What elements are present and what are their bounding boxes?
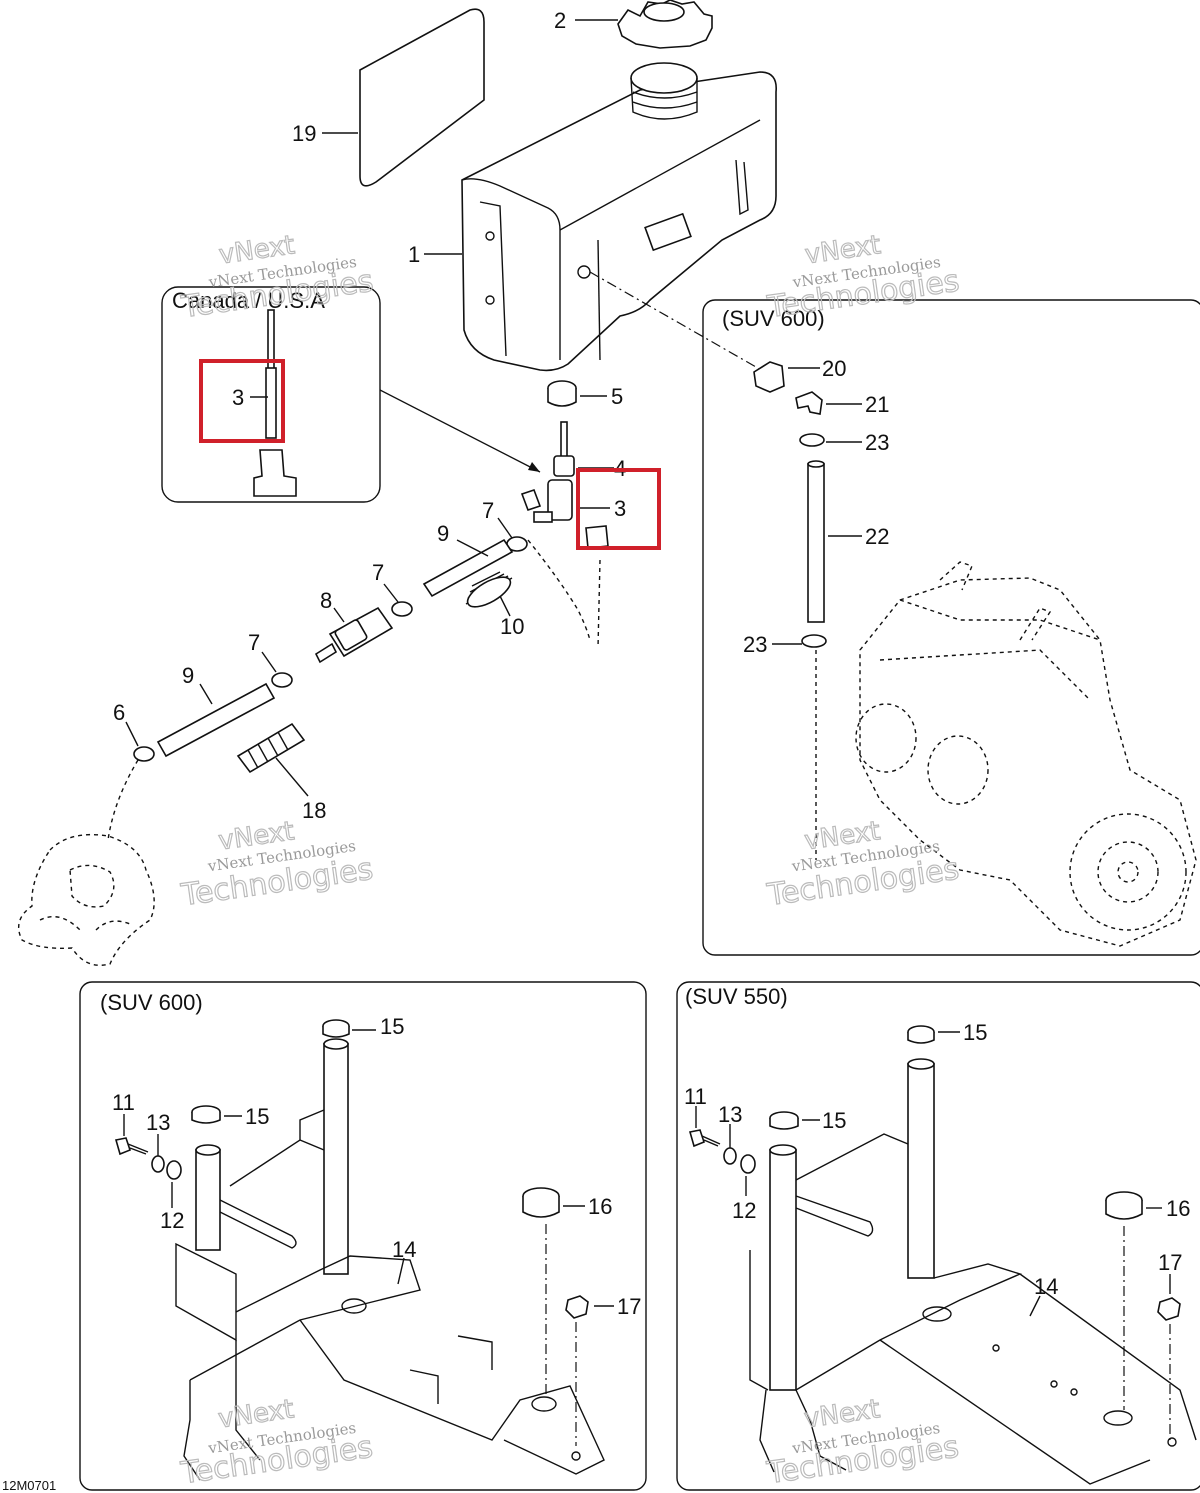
part-14-frame-suv600 bbox=[175, 1038, 605, 1481]
engine-dotted bbox=[855, 561, 1197, 947]
callout-3-inset: 3 bbox=[232, 385, 244, 410]
watermark-1: vNext Technologies vNext Technologies bbox=[178, 230, 376, 326]
callout-f550-16: 16 bbox=[1166, 1196, 1190, 1221]
panel-canada-usa bbox=[161, 286, 381, 503]
part-16-grommet-suv550 bbox=[1105, 1191, 1143, 1220]
part-2-fuel-cap bbox=[617, 0, 713, 49]
callout-f600-14: 14 bbox=[392, 1237, 416, 1262]
part-9-hose-b bbox=[156, 682, 276, 758]
watermark-3: vNext Technologies vNext Technologies bbox=[178, 816, 376, 914]
callout-1: 1 bbox=[408, 242, 420, 267]
part-6-clamp bbox=[133, 746, 155, 762]
part-22-vent-hose bbox=[807, 460, 825, 623]
callout-f550-12: 12 bbox=[732, 1198, 756, 1223]
part-11-bolt-suv600 bbox=[114, 1137, 149, 1156]
watermark-5: vNext Technologies vNext Technologies bbox=[178, 1394, 376, 1492]
panel-suv600-engine bbox=[702, 299, 1200, 956]
callout-f600-11: 11 bbox=[112, 1090, 135, 1115]
watermark-4: vNext Technologies vNext Technologies bbox=[764, 816, 962, 914]
part-16-grommet-suv600 bbox=[522, 1187, 560, 1218]
panel-title-suv600-engine: (SUV 600) bbox=[722, 306, 825, 331]
callout-f550-15a: 15 bbox=[963, 1020, 987, 1045]
part-19-gasket bbox=[359, 8, 485, 187]
callout-22: 22 bbox=[865, 524, 889, 549]
part-15-cap-suv600-a bbox=[322, 1019, 350, 1038]
callout-f550-15b: 15 bbox=[822, 1108, 846, 1133]
part-23-clamp-bottom bbox=[801, 634, 827, 648]
callout-6: 6 bbox=[113, 700, 125, 725]
part-15-cap-suv550-b bbox=[769, 1111, 799, 1130]
part-7-clamp-c bbox=[271, 672, 293, 688]
callout-23a: 23 bbox=[865, 430, 889, 455]
part-12-washer-suv550 bbox=[740, 1154, 756, 1174]
part-23-clamp-top bbox=[799, 433, 825, 447]
part-12-washer-suv600 bbox=[166, 1160, 182, 1180]
part-14-frame-suv550 bbox=[749, 1058, 1197, 1485]
part-15-cap-suv550-a bbox=[907, 1025, 935, 1044]
part-15-cap-suv600-b bbox=[191, 1105, 221, 1124]
part-13-washer-suv600 bbox=[151, 1155, 165, 1173]
callout-f550-14: 14 bbox=[1034, 1274, 1058, 1299]
callout-f600-16: 16 bbox=[588, 1194, 612, 1219]
callout-19: 19 bbox=[292, 121, 316, 146]
part-3-fuel-valve bbox=[520, 479, 609, 549]
panel-suv600-frame bbox=[79, 981, 647, 1491]
inset-valve-drawing bbox=[253, 309, 297, 497]
part-8-fuel-filter bbox=[314, 606, 394, 664]
callout-9b: 9 bbox=[182, 663, 194, 688]
callout-5: 5 bbox=[611, 384, 623, 409]
part-5-grommet bbox=[547, 380, 577, 407]
watermark-2: vNext Technologies vNext Technologies bbox=[764, 230, 962, 326]
callout-2: 2 bbox=[554, 8, 566, 33]
highlight-box-main bbox=[576, 468, 661, 550]
panel-title-canada-usa: Canada / U.S.A bbox=[172, 288, 325, 313]
callout-f600-17: 17 bbox=[617, 1294, 641, 1319]
highlight-box-inset bbox=[199, 359, 285, 443]
part-13-washer-suv550 bbox=[723, 1147, 737, 1165]
callout-7c: 7 bbox=[248, 630, 260, 655]
callout-f550-17: 17 bbox=[1158, 1250, 1182, 1275]
callout-3-main: 3 bbox=[614, 496, 626, 521]
callout-f600-15a: 15 bbox=[380, 1014, 404, 1039]
callout-f600-12: 12 bbox=[160, 1208, 184, 1233]
part-18-spring bbox=[236, 722, 306, 774]
watermark-6: vNext Technologies vNext Technologies bbox=[764, 1394, 962, 1492]
diagram-code: 12M0701 bbox=[2, 1478, 56, 1493]
part-21-elbow bbox=[795, 391, 823, 415]
callout-f600-15b: 15 bbox=[245, 1104, 269, 1129]
part-17-nut-suv550 bbox=[1157, 1297, 1181, 1321]
carburetor-dotted bbox=[18, 833, 155, 966]
callout-21: 21 bbox=[865, 392, 889, 417]
part-17-nut-suv600 bbox=[565, 1295, 589, 1319]
part-4-pickup-tube bbox=[553, 421, 575, 477]
callout-9a: 9 bbox=[437, 521, 449, 546]
callout-7a: 7 bbox=[482, 498, 494, 523]
part-7-clamp-b bbox=[391, 601, 413, 617]
part-1-fuel-tank bbox=[461, 62, 777, 372]
callout-20: 20 bbox=[822, 356, 846, 381]
callout-f600-13: 13 bbox=[146, 1110, 170, 1135]
panel-suv550-frame bbox=[676, 981, 1200, 1491]
part-10-spring bbox=[465, 571, 513, 608]
callout-7b: 7 bbox=[372, 560, 384, 585]
part-11-bolt-suv550 bbox=[688, 1129, 721, 1148]
part-9-hose-a bbox=[422, 538, 514, 598]
panel-title-suv600-frame: (SUV 600) bbox=[100, 990, 203, 1015]
callout-f550-11: 11 bbox=[684, 1084, 707, 1109]
callout-10: 10 bbox=[500, 614, 524, 639]
part-20-grommet bbox=[753, 361, 785, 393]
callout-f550-13: 13 bbox=[718, 1102, 742, 1127]
panel-title-suv550-frame: (SUV 550) bbox=[685, 984, 788, 1009]
callout-23b: 23 bbox=[743, 632, 767, 657]
callout-8: 8 bbox=[320, 588, 332, 613]
callout-18: 18 bbox=[302, 798, 326, 823]
